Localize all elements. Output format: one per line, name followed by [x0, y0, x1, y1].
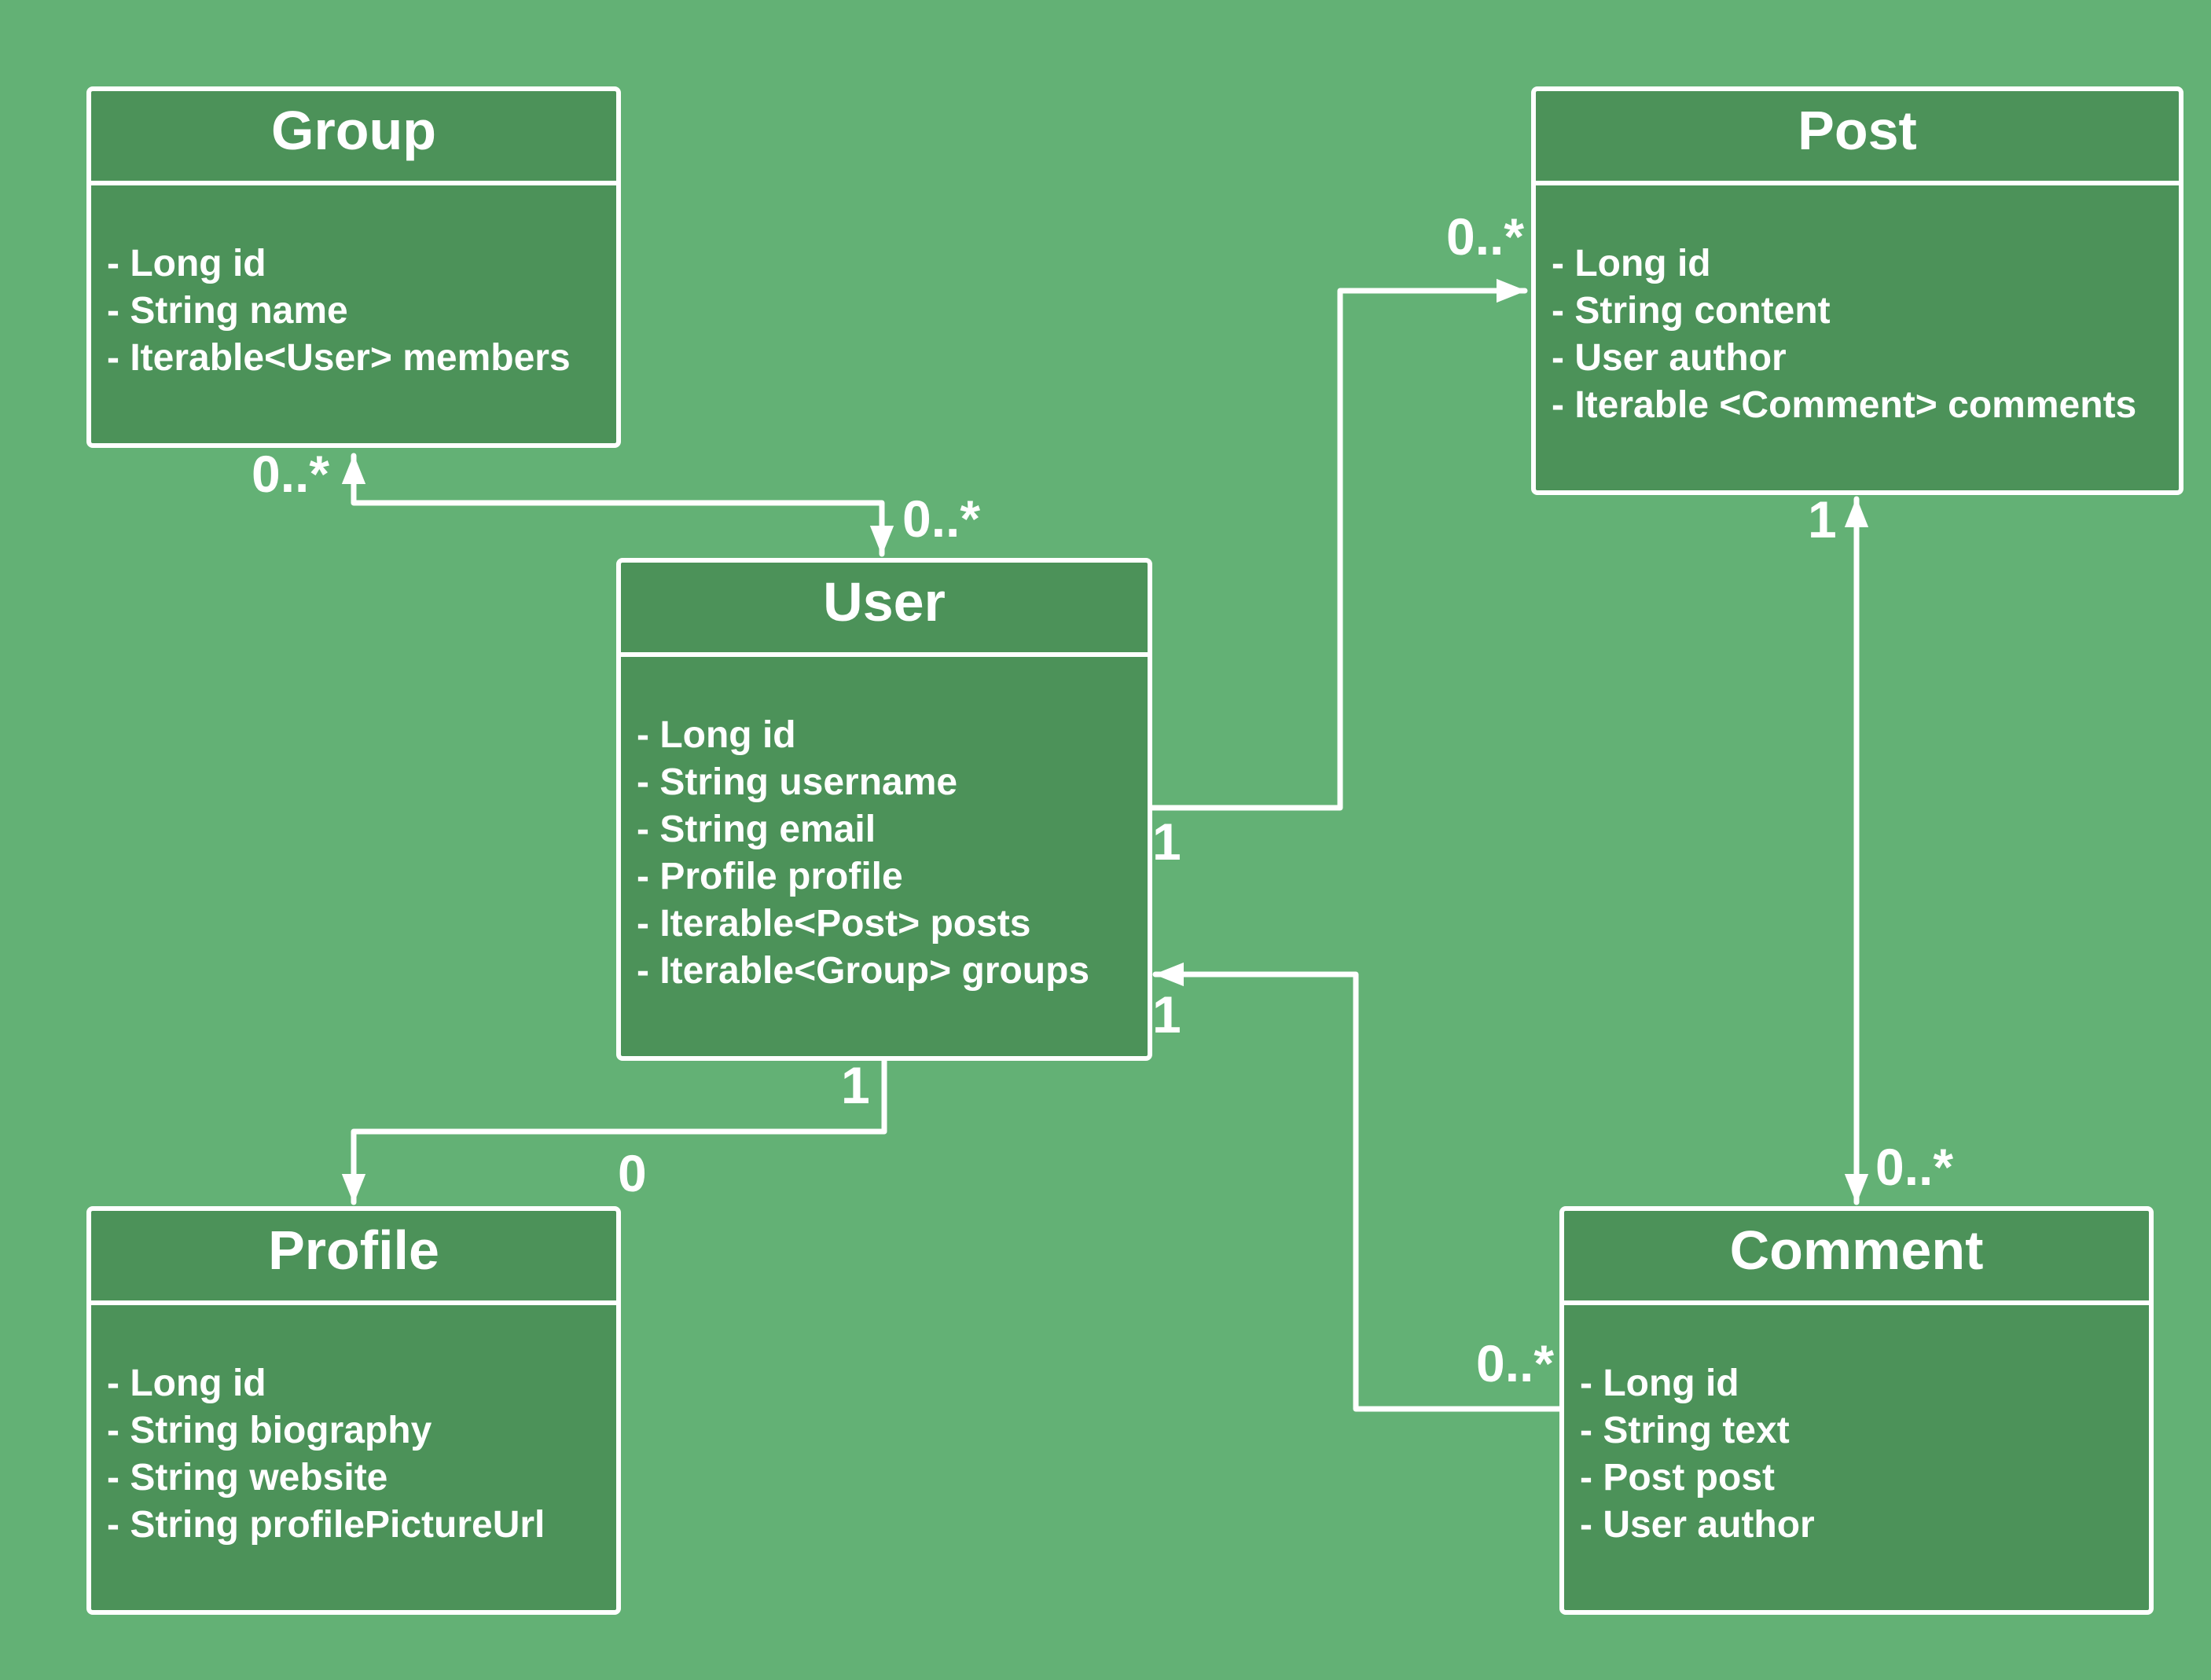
multiplicity-user-post-at-post: 0..* [1446, 207, 1525, 266]
multiplicity-group-user-at-user: 0..* [902, 490, 981, 548]
class-group[interactable]: Group - Long id - String name - Iterable… [86, 86, 621, 448]
attribute: - Long id [107, 243, 266, 284]
attribute: - Long id [1580, 1363, 1739, 1404]
class-profile[interactable]: Profile - Long id - String biography - S… [86, 1206, 621, 1615]
class-post-attributes: - Long id - String content - User author… [1552, 240, 2179, 429]
attribute: - String content [1552, 290, 1831, 332]
group-user-association [341, 453, 894, 557]
class-group-attributes: - Long id - String name - Iterable<User>… [107, 240, 616, 382]
attribute: - User author [1552, 337, 1787, 379]
attribute: - String website [107, 1457, 388, 1498]
attribute: - String username [637, 761, 958, 803]
attribute: - User author [1580, 1504, 1815, 1546]
attribute: - Iterable <Comment> comments [1552, 384, 2137, 426]
class-post[interactable]: Post - Long id - String content - User a… [1531, 86, 2183, 495]
attribute: - Profile profile [637, 856, 903, 897]
attribute: - Long id [637, 714, 796, 756]
multiplicity-comment-user-at-comment: 0..* [1476, 1334, 1555, 1392]
attribute: - String email [637, 809, 876, 850]
multiplicity-post-comment-at-post: 1 [1808, 490, 1837, 548]
class-user[interactable]: User - Long id - String username - Strin… [616, 558, 1152, 1061]
attribute: - String name [107, 290, 348, 332]
class-user-attributes: - Long id - String username - String ema… [637, 712, 1148, 995]
attribute: - Long id [107, 1363, 266, 1404]
class-comment[interactable]: Comment - Long id - String text - Post p… [1559, 1206, 2154, 1615]
user-post-association [1146, 278, 1528, 811]
attribute: - String text [1580, 1410, 1790, 1451]
multiplicity-user-profile-at-profile: 0 [618, 1144, 647, 1202]
multiplicity-user-profile-at-user: 1 [841, 1056, 870, 1114]
class-comment-attributes: - Long id - String text - Post post - Us… [1580, 1360, 2149, 1549]
class-post-title: Post [1536, 91, 2179, 185]
class-comment-title: Comment [1564, 1211, 2149, 1305]
class-user-title: User [621, 563, 1148, 657]
attribute: - Post post [1580, 1457, 1775, 1498]
user-profile-association [341, 1058, 887, 1205]
class-profile-attributes: - Long id - String biography - String we… [107, 1360, 616, 1549]
attribute: - Iterable<User> members [107, 337, 571, 379]
multiplicity-user-post-at-user: 1 [1152, 812, 1181, 871]
comment-user-association [1152, 962, 1564, 1412]
class-profile-title: Profile [91, 1211, 616, 1305]
multiplicity-group-user-at-group: 0..* [252, 445, 330, 503]
multiplicity-comment-user-at-user: 1 [1152, 985, 1181, 1044]
attribute: - String profilePictureUrl [107, 1504, 545, 1546]
class-group-title: Group [91, 91, 616, 185]
attribute: - Iterable<Post> posts [637, 903, 1031, 945]
attribute: - Iterable<Group> groups [637, 950, 1090, 992]
attribute: - String biography [107, 1410, 432, 1451]
attribute: - Long id [1552, 243, 1711, 284]
multiplicity-post-comment-at-comment: 0..* [1875, 1138, 1954, 1196]
